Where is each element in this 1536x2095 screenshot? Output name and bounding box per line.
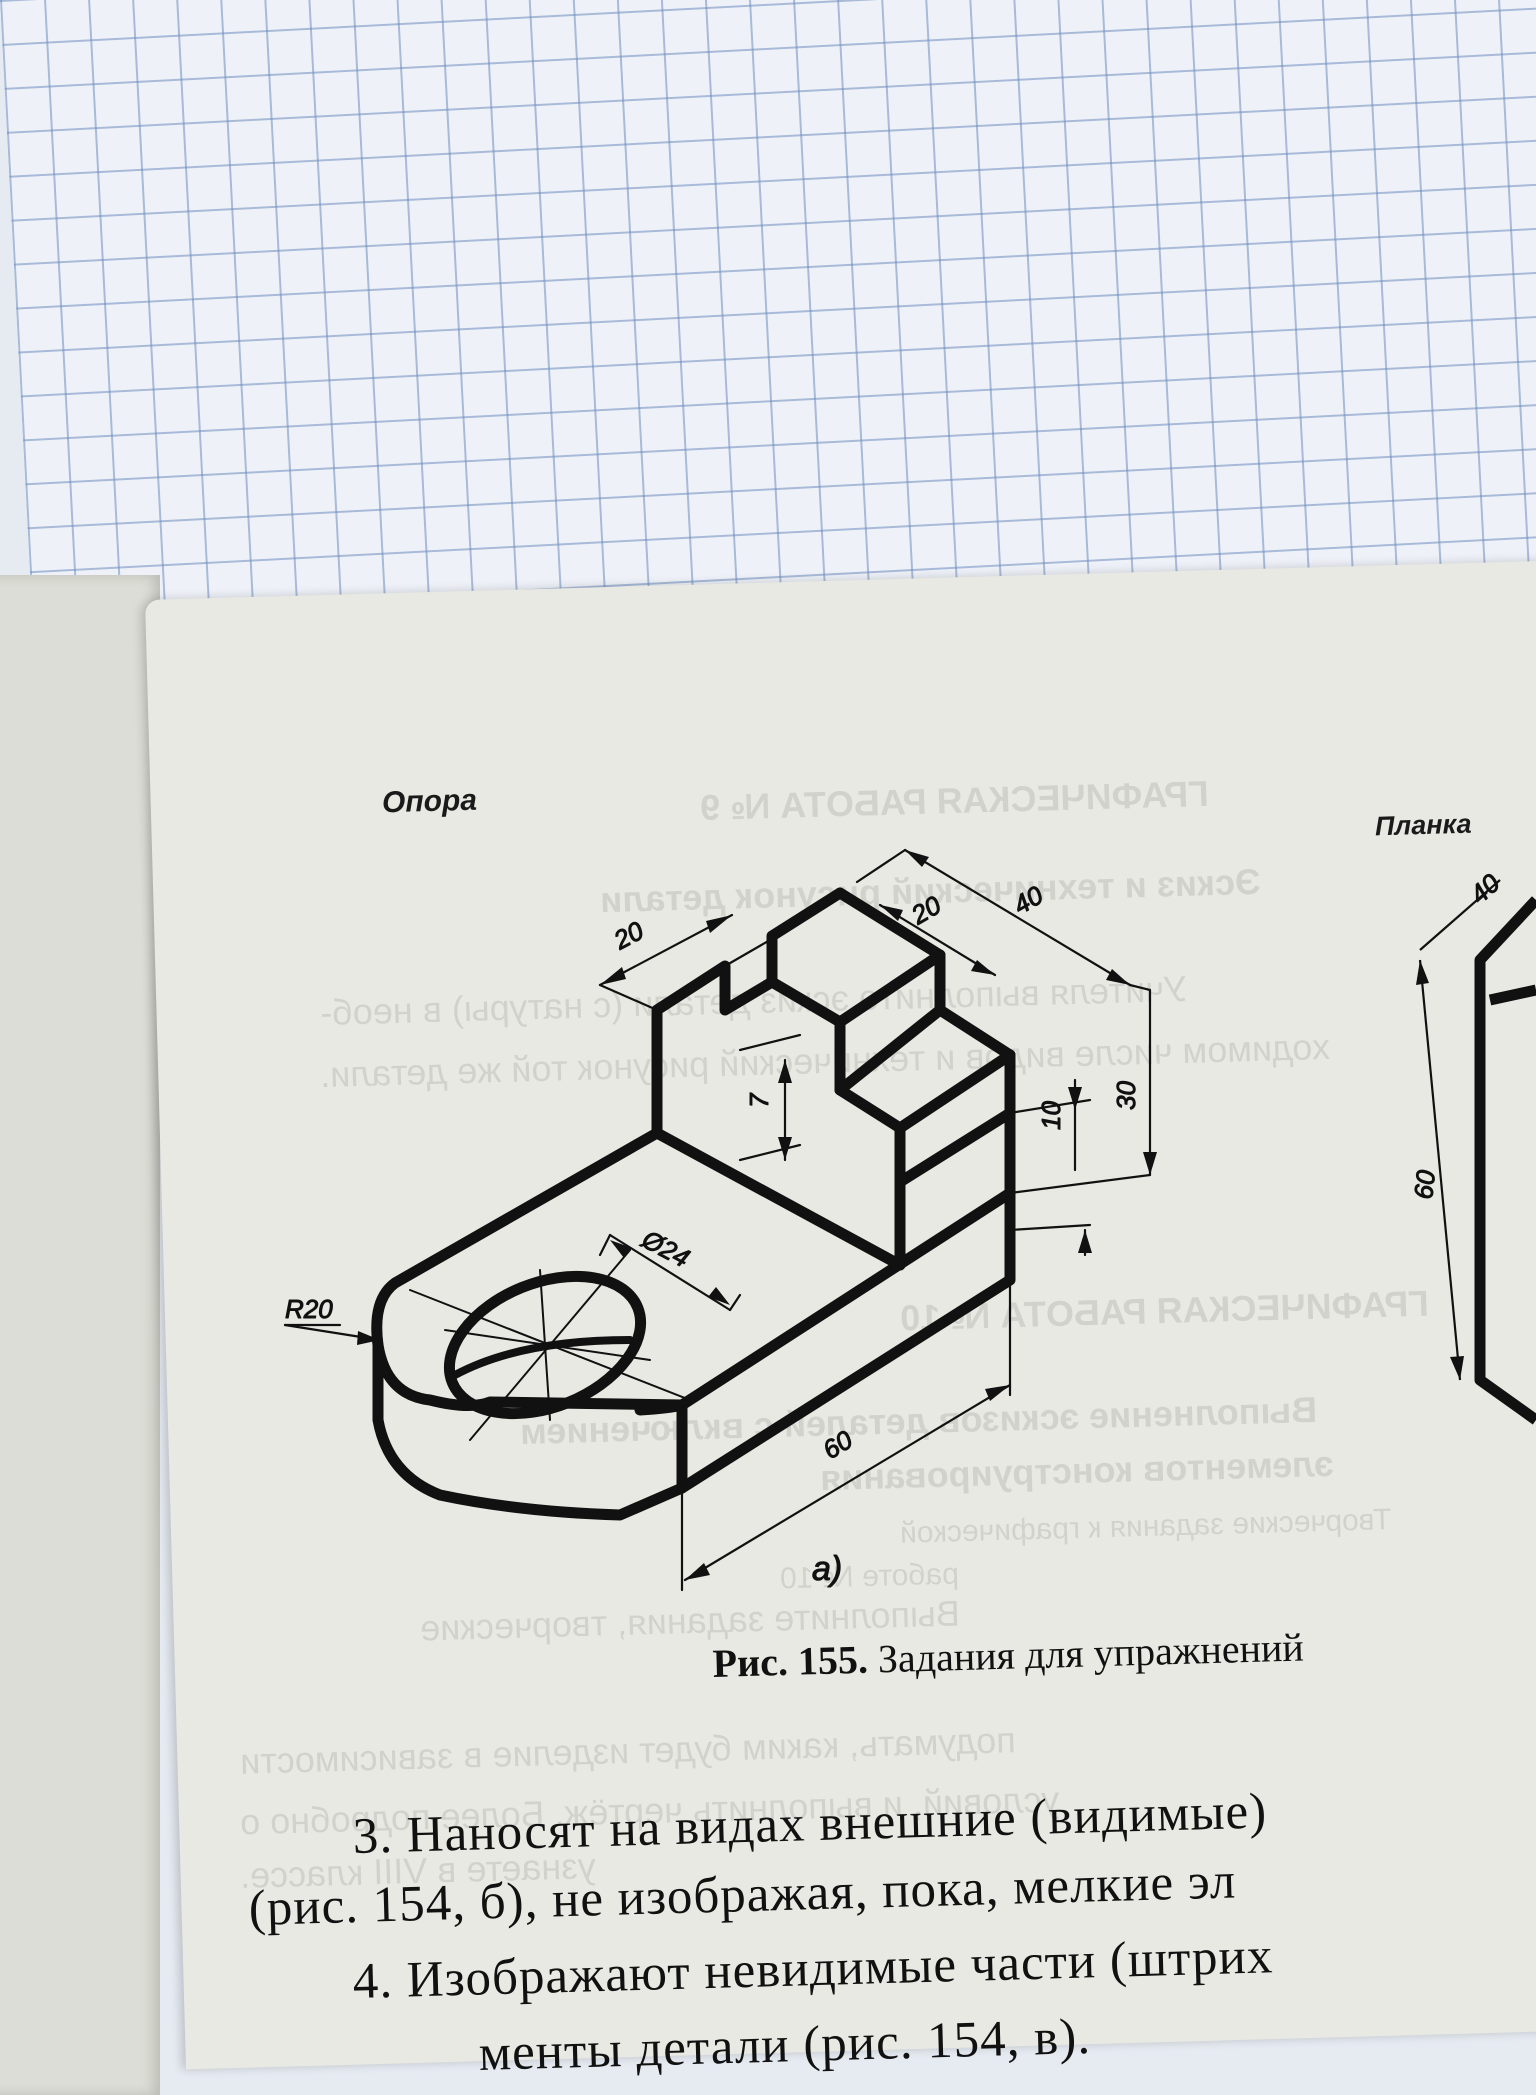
isometric-drawings: 20 20 40 7 10 30 Ø24 R20 60 а) 40 60: [283, 848, 1536, 1592]
planka-dim-60-text: 60: [1408, 1168, 1441, 1200]
block-lower-step: [834, 1004, 946, 1096]
block-front-top: [894, 1049, 1016, 1134]
opora-drawing: 20 20 40 7 10 30 Ø24 R20 60 а): [283, 848, 1157, 1592]
arrow: [1416, 960, 1429, 985]
block-step: [766, 949, 946, 1028]
bore-hole: [443, 1270, 647, 1420]
block-front-edge: [834, 1016, 906, 1271]
planka-dim-40-text: 40: [1464, 867, 1506, 909]
bore-inner-edge: [451, 1336, 634, 1379]
centerline: [539, 1269, 551, 1421]
dim-7: 7: [744, 1092, 774, 1108]
planka-inner: [1488, 984, 1536, 1006]
dim-10: 10: [1036, 1101, 1066, 1130]
planka-drawing: 40 60: [1408, 867, 1536, 1425]
dim-dia-24: Ø24: [636, 1223, 694, 1273]
block-base-joint: [651, 1127, 906, 1271]
caption-prefix: Рис. 155.: [712, 1636, 869, 1686]
dim-r20: R20: [285, 1294, 333, 1324]
dimension-arrows: [357, 850, 1157, 1580]
dim-40: 40: [1008, 879, 1049, 920]
centerline: [444, 1329, 651, 1361]
dim-60: 60: [817, 1424, 858, 1465]
arrow: [1450, 1356, 1464, 1380]
planka-dim-60: [1418, 959, 1462, 1381]
dim-20-left: 20: [608, 915, 649, 956]
planka-dim-40: [1419, 879, 1501, 951]
subfigure-label-a: а): [812, 1550, 842, 1588]
left-book-page: [0, 575, 160, 2095]
base-round-end: [372, 1339, 688, 1521]
base-arc-front: [634, 1399, 688, 1416]
dim-30: 30: [1111, 1081, 1141, 1110]
planka-outline: [1474, 896, 1536, 1425]
